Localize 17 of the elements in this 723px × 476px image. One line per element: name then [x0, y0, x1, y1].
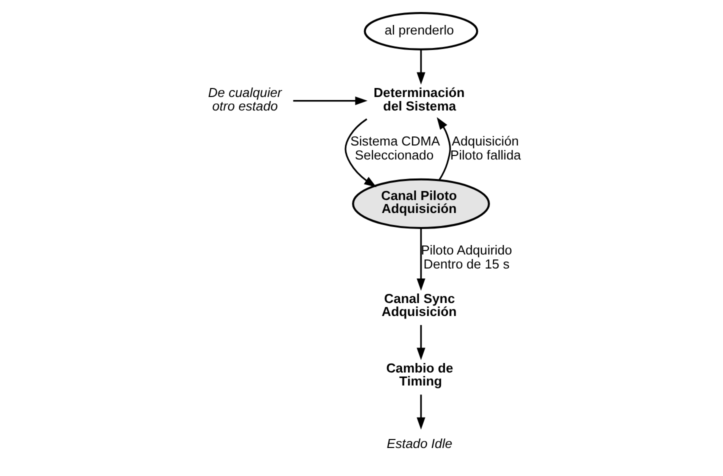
node-ellipse: Canal Piloto Adquisición: [352, 178, 490, 228]
node-text: Cambio de Timing: [386, 360, 453, 388]
arrow: [292, 96, 368, 105]
node-text: De cualquier otro estado: [208, 84, 282, 113]
arrow: [416, 324, 425, 360]
node-text: Canal Sync Adquisición: [381, 290, 456, 319]
arrow: [344, 118, 376, 187]
edge-label: Adquisición Piloto fallida: [450, 133, 520, 162]
edge-label: Sistema CDMA Seleccionado: [350, 133, 440, 162]
arrow: [416, 49, 425, 84]
arrow: [416, 228, 425, 290]
node-ellipse: al prenderlo: [363, 12, 478, 50]
arrow: [436, 116, 450, 180]
arrow: [416, 394, 425, 430]
node-text: Estado Idle: [386, 436, 452, 451]
node-text: Determinación del Sistema: [373, 84, 464, 113]
edge-label: Piloto Adquirido Dentro de 15 s: [420, 242, 512, 272]
